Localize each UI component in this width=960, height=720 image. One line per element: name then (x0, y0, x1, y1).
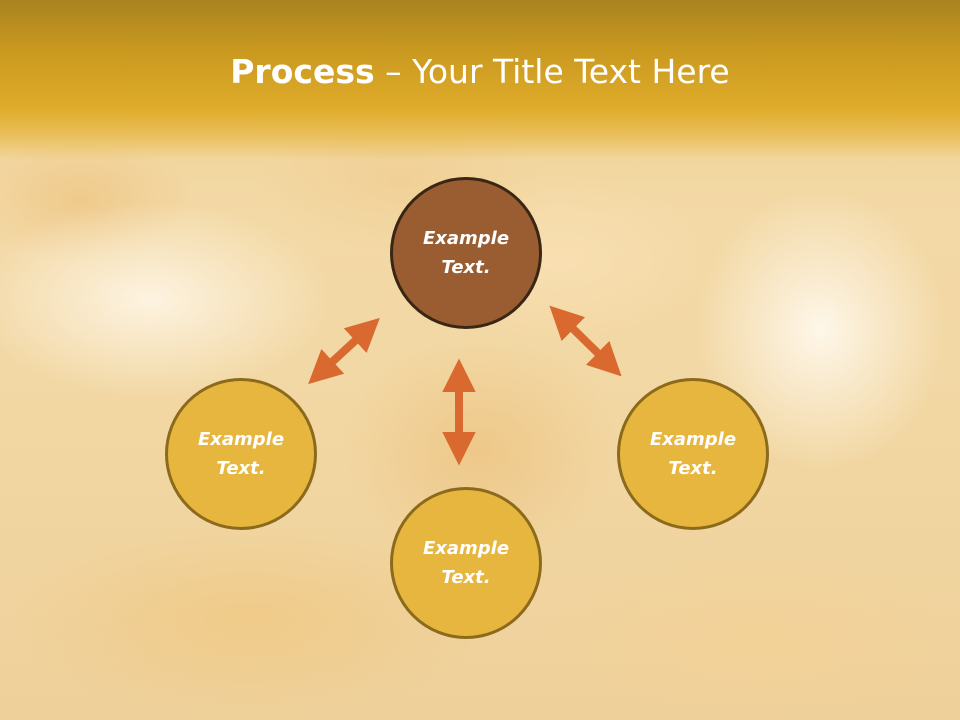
node-text-line1: Example (422, 228, 510, 249)
slide-title: Process – Your Title Text Here (0, 52, 960, 91)
title-rest: Your Title Text Here (412, 52, 730, 91)
double-arrow-icon (308, 317, 380, 385)
node-text-line1: Example (422, 538, 510, 559)
node-text-line2: Text. (216, 458, 266, 479)
node-text-line1: Example (197, 429, 285, 450)
node-text-line2: Text. (441, 257, 491, 278)
title-bold: Process (230, 52, 375, 91)
process-node-right: Example Text. (617, 378, 769, 530)
node-text-line2: Text. (668, 458, 718, 479)
header-band (0, 0, 960, 160)
title-separator: – (374, 52, 413, 91)
process-node-left: Example Text. (165, 378, 317, 530)
process-node-bottom: Example Text. (390, 487, 542, 639)
node-text-line1: Example (649, 429, 737, 450)
node-text-line2: Text. (441, 567, 491, 588)
process-node-top: Example Text. (390, 177, 542, 329)
double-arrow-icon (549, 305, 622, 377)
